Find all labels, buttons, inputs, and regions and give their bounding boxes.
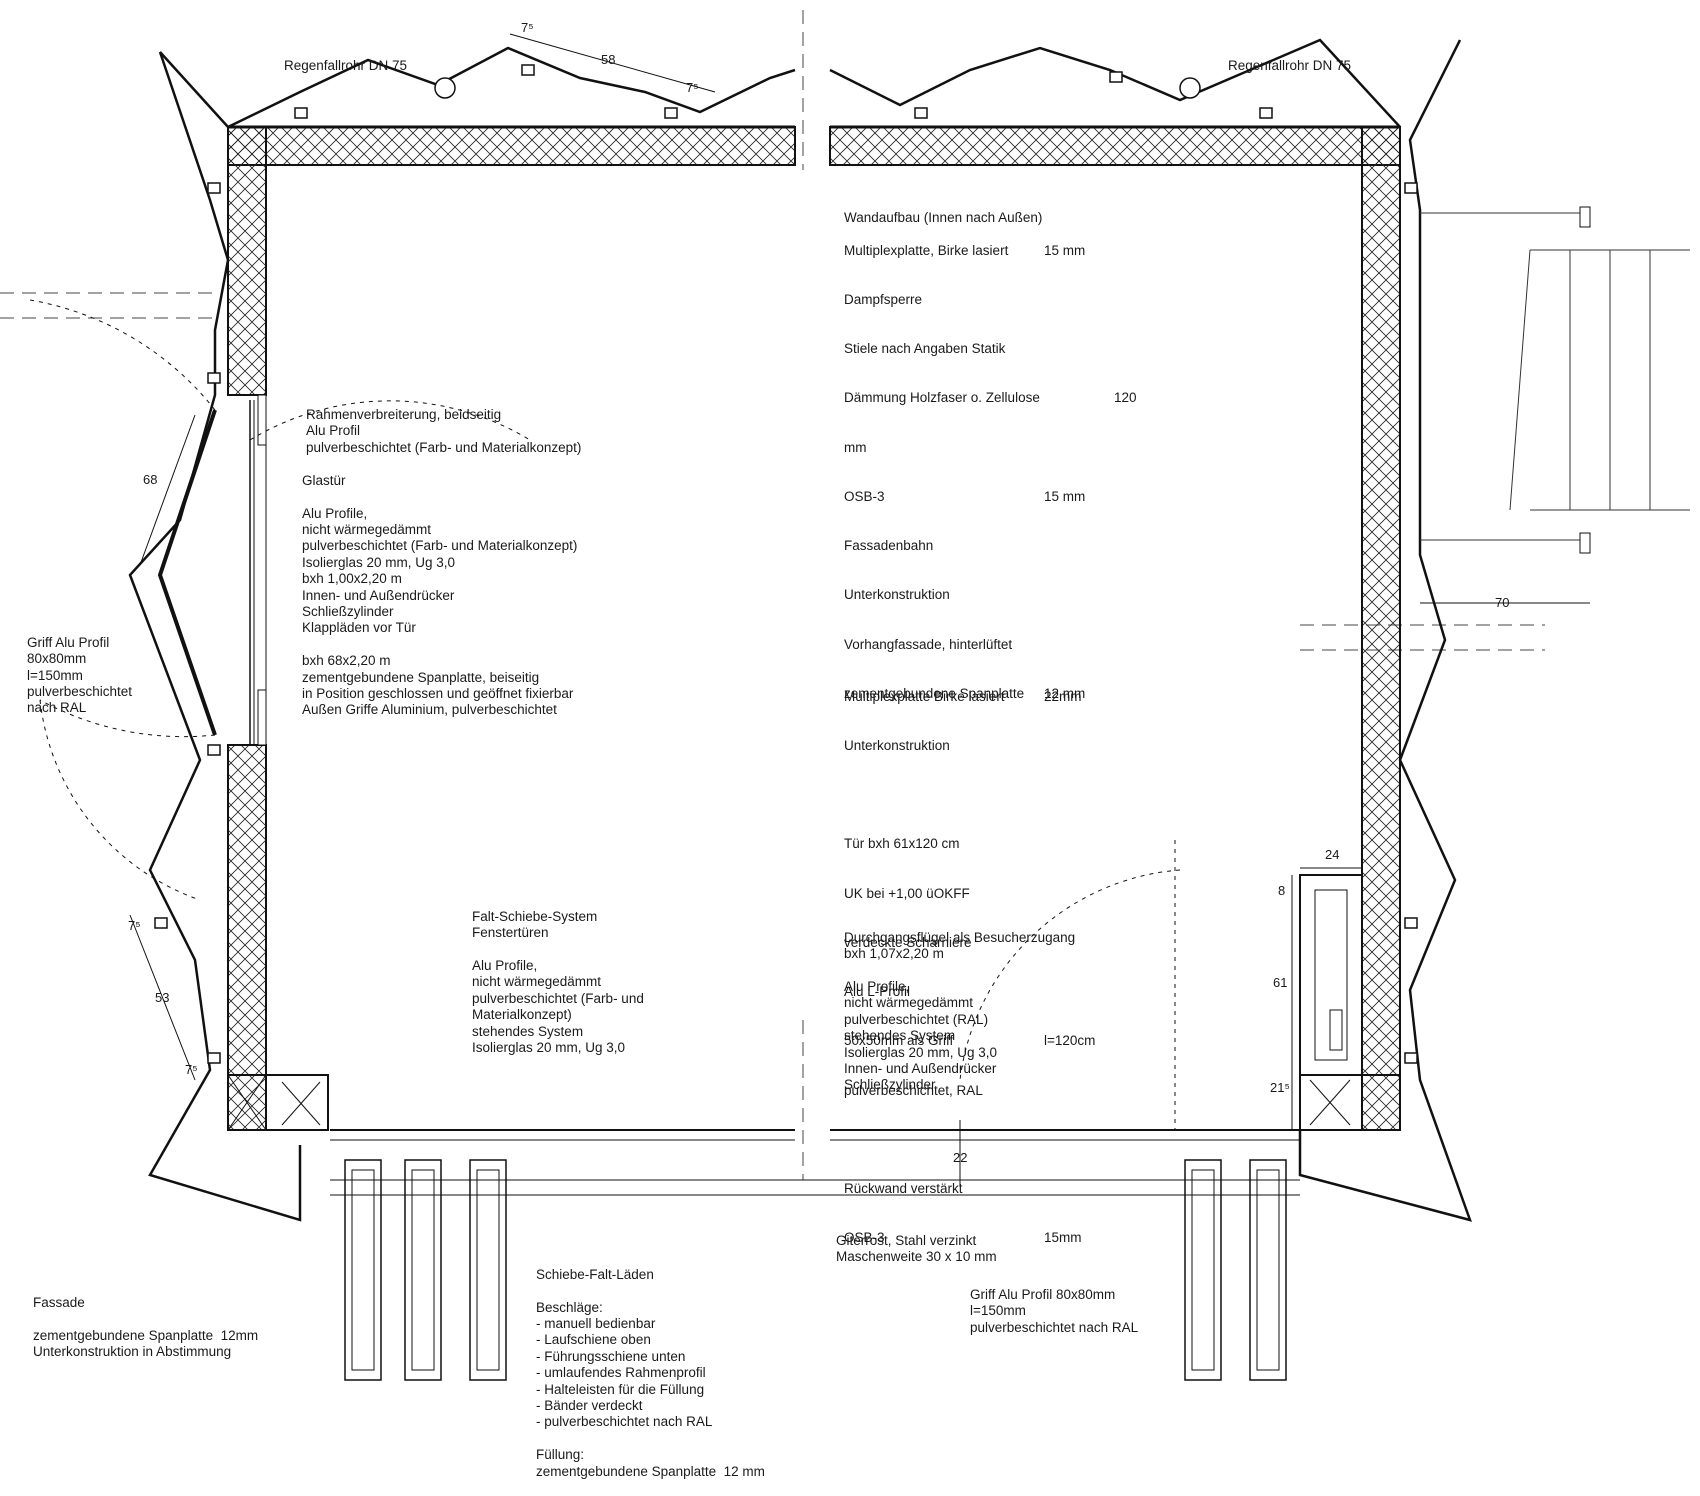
dimension-53: 53 [155, 990, 170, 1005]
dimension-lines [129, 33, 1590, 1185]
downpipe-label-right: Regenfallrohr DN 75 [1228, 58, 1352, 73]
dimension-8: 8 [1278, 883, 1286, 898]
dimension-61: 61 [1273, 975, 1288, 990]
dimension-7-5-b: 7⁵ [686, 80, 699, 95]
stair [1420, 206, 1690, 554]
dimension-24: 24 [1325, 847, 1340, 862]
floor-plan-drawing [0, 10, 1690, 1381]
dimension-68: 68 [143, 472, 158, 487]
section-cut-lines [0, 10, 1545, 1180]
dimension-70: 70 [1495, 595, 1510, 610]
downpipe-label-left: Regenfallrohr DN 75 [284, 58, 408, 73]
glass-door-left [29, 299, 531, 901]
downpipes [434, 77, 1201, 99]
dimension-21-5: 21⁵ [1270, 1080, 1290, 1095]
dimension-7-5-d: 7⁵ [185, 1062, 198, 1077]
wall-right-half [829, 125, 1401, 1131]
facade-fins [128, 38, 1472, 1222]
dimension-7-5-c: 7⁵ [128, 918, 141, 933]
note-wall-build-up: Wandaufbau (Innen nach Außen) [844, 209, 1043, 225]
folding-window-system [330, 840, 1300, 1381]
wall-left-half [227, 125, 796, 1131]
dimension-22: 22 [953, 1150, 968, 1165]
dimension-7-5-a: 7⁵ [521, 20, 534, 35]
dimension-58: 58 [601, 52, 616, 67]
fin-brackets [154, 64, 1418, 1064]
